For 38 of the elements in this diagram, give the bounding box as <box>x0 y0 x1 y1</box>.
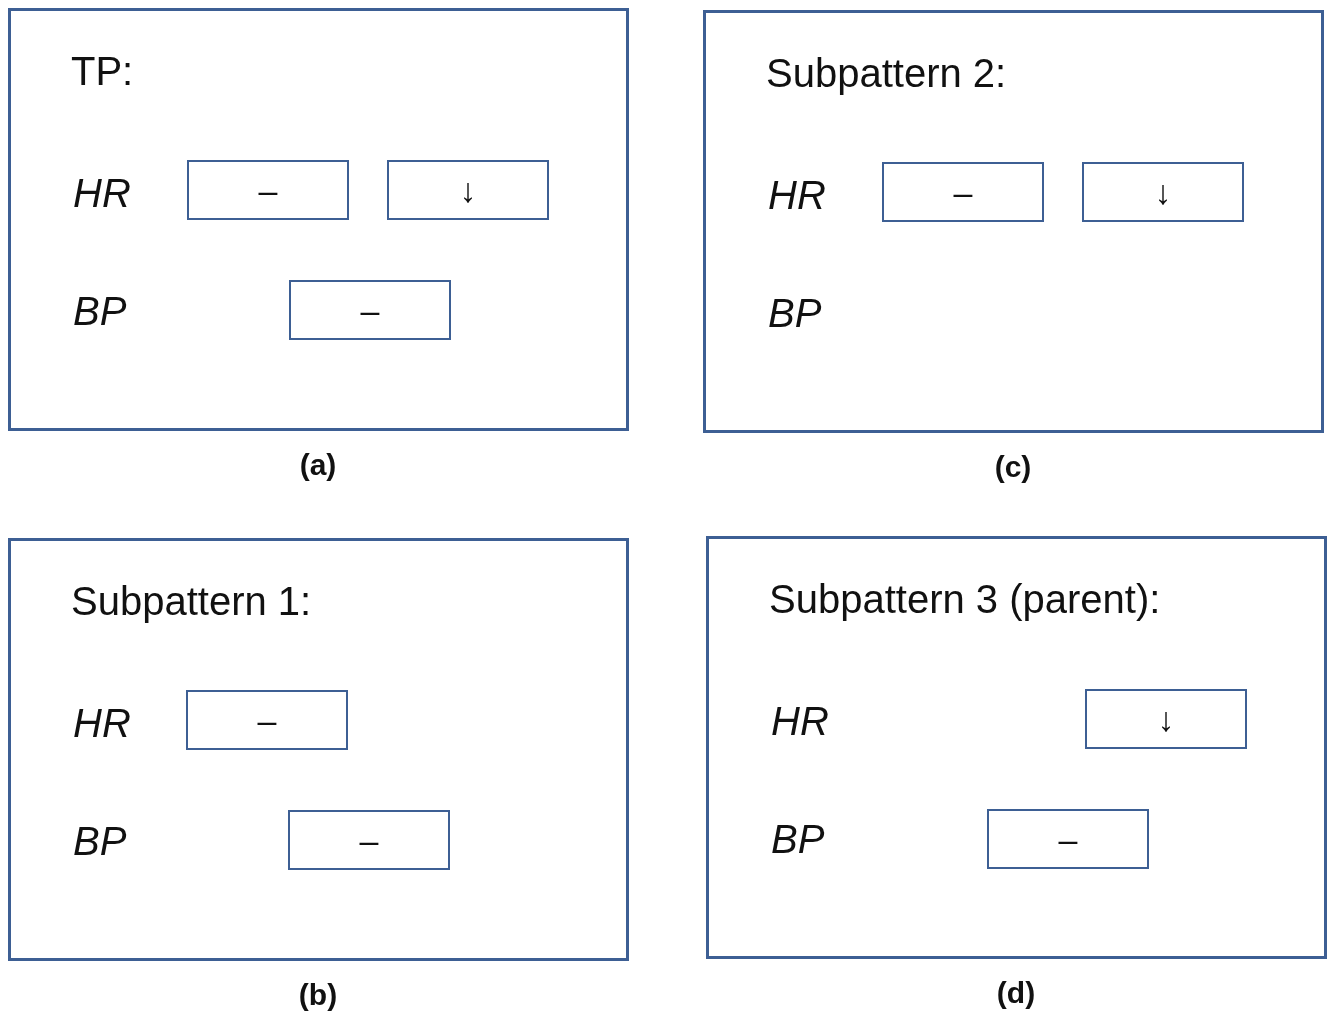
trend-symbol: – <box>258 170 278 210</box>
value-box <box>288 810 450 870</box>
variable-label: BP <box>73 289 127 334</box>
value-box <box>987 809 1149 869</box>
value-box <box>882 162 1044 222</box>
pattern-panel <box>703 10 1324 433</box>
value-box <box>187 160 349 220</box>
variable-label: HR <box>73 171 131 216</box>
variable-label: BP <box>768 291 822 336</box>
trend-symbol: – <box>953 172 973 212</box>
variable-label: BP <box>771 817 825 862</box>
panel-caption: (b) <box>298 978 338 1012</box>
value-box <box>186 690 348 750</box>
panel-caption: (d) <box>996 976 1036 1010</box>
variable-label: HR <box>768 173 826 218</box>
panel-heading: Subpattern 3 (parent): <box>769 577 1161 622</box>
panel-caption: (a) <box>299 448 337 482</box>
value-box <box>1085 689 1247 749</box>
trend-symbol: ↓ <box>1154 172 1172 212</box>
pattern-panel <box>8 8 629 431</box>
trend-symbol: ↓ <box>459 170 477 210</box>
value-box <box>1082 162 1244 222</box>
panel-heading: TP: <box>71 49 134 94</box>
trend-symbol: – <box>360 290 380 330</box>
variable-label: HR <box>771 699 829 744</box>
trend-symbol: – <box>1058 819 1078 859</box>
trend-symbol: – <box>257 700 277 740</box>
panel-heading: Subpattern 2: <box>766 51 1007 96</box>
trend-symbol: – <box>359 820 379 860</box>
pattern-panel <box>8 538 629 961</box>
trend-symbol: ↓ <box>1157 699 1175 739</box>
pattern-panel <box>706 536 1327 959</box>
variable-label: HR <box>73 701 131 746</box>
panel-heading: Subpattern 1: <box>71 579 312 624</box>
panel-caption: (c) <box>994 450 1032 484</box>
variable-label: BP <box>73 819 127 864</box>
value-box <box>289 280 451 340</box>
value-box <box>387 160 549 220</box>
